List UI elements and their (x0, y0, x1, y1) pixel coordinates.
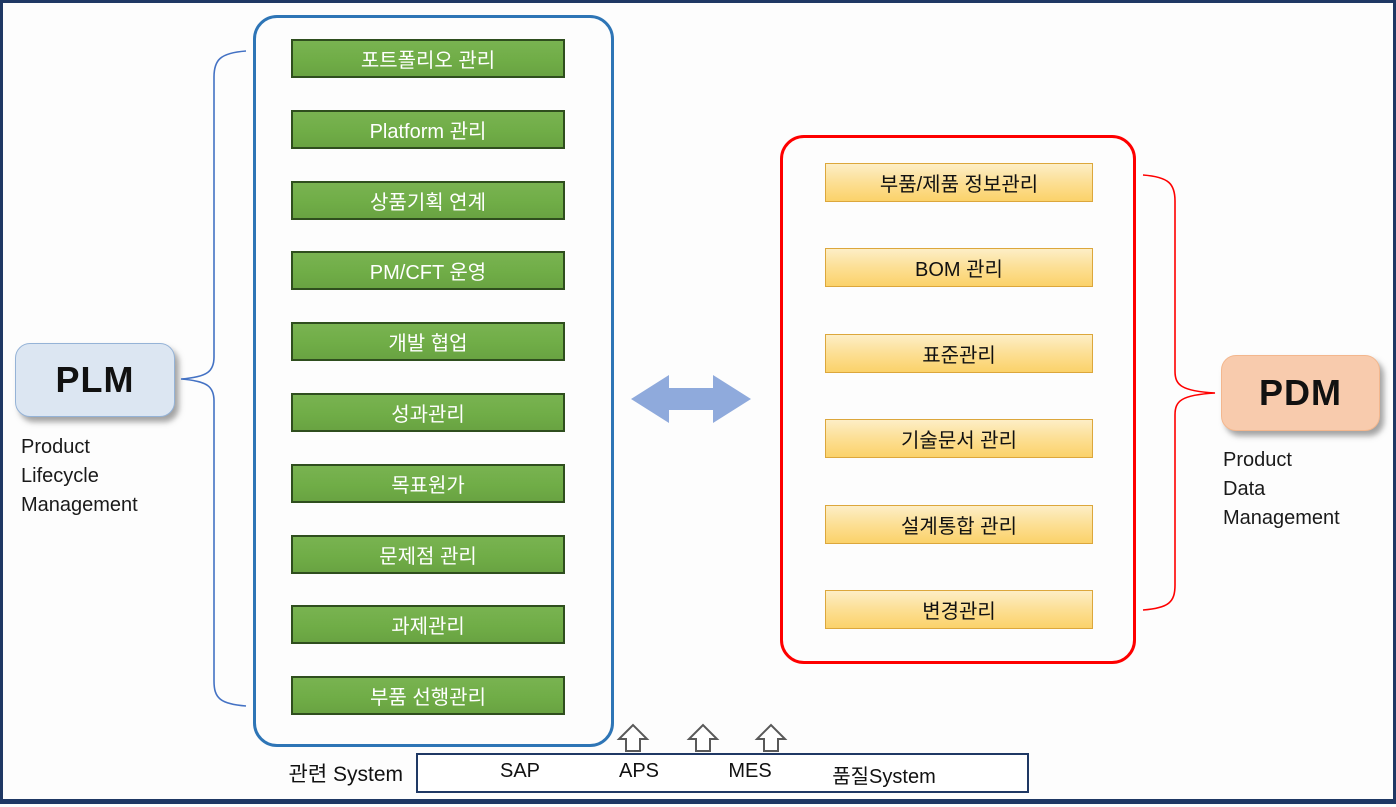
pdm-title-card: PDM (1221, 355, 1380, 431)
pdm-function-box: 변경관리 (825, 590, 1093, 629)
plm-function-box: 포트폴리오 관리 (291, 39, 565, 78)
pdm-caption: Product Data Management (1223, 449, 1340, 529)
plm-title-card: PLM (15, 343, 175, 417)
up-arrow-icon (686, 723, 720, 752)
system-item-mes: MES (728, 760, 772, 782)
pdm-functions-panel (780, 135, 1136, 664)
plm-function-box: 상품기획 연계 (291, 180, 565, 220)
plm-function-box: 과제관리 (291, 605, 565, 645)
pdm-brace (1142, 174, 1216, 611)
plm-function-box: 개발 협업 (291, 322, 565, 362)
bidirectional-arrow-icon (631, 375, 751, 423)
related-systems-box (416, 753, 1029, 793)
plm-function-box: 부품 선행관리 (291, 676, 565, 716)
plm-function-box: Platform 관리 (291, 109, 565, 149)
plm-function-box: PM/CFT 운영 (291, 251, 565, 291)
pdm-function-box: BOM 관리 (825, 248, 1093, 288)
plm-caption: Product Lifecycle Management (21, 436, 138, 516)
system-item-aps: APS (618, 760, 660, 782)
plm-functions-panel (253, 15, 614, 747)
plm-function-box: 문제점 관리 (291, 534, 565, 574)
pdm-function-box: 설계통합 관리 (825, 504, 1093, 544)
pdm-function-box: 표준관리 (825, 333, 1093, 373)
system-item-sap: SAP (499, 760, 541, 782)
pdm-function-box: 부품/제품 정보관리 (825, 163, 1093, 202)
pdm-function-box: 기술문서 관리 (825, 419, 1093, 459)
plm-brace (180, 50, 247, 707)
connector-overlay (180, 50, 1216, 752)
system-item-quality: 품질System (832, 766, 936, 788)
related-systems-label: 관련 System (288, 763, 404, 786)
plm-function-box: 목표원가 (291, 463, 565, 503)
up-arrow-icon (754, 723, 788, 752)
plm-function-box: 성과관리 (291, 393, 565, 432)
up-arrow-icon (616, 723, 650, 752)
